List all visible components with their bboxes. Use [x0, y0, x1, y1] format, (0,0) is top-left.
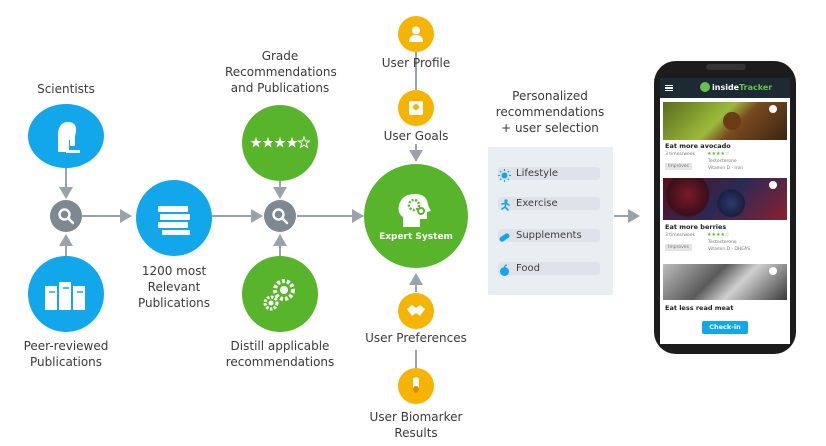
user-preferences-label: User Preferences — [365, 331, 467, 345]
avocado-image — [663, 102, 787, 140]
user-profile-node — [398, 16, 434, 52]
personalized-label: Personalized recommendations + user sele… — [487, 88, 613, 136]
peer-reviewed-line-1: Peer-reviewed — [23, 339, 109, 353]
apple-icon — [498, 262, 511, 281]
info-icon[interactable] — [769, 105, 777, 113]
relevant-publications-node — [136, 180, 212, 256]
personalized-line-1: Personalized — [512, 89, 588, 103]
scientists-label: Scientists — [37, 82, 95, 96]
scientists-node — [28, 104, 104, 168]
biomarker-line-1: User Biomarker — [369, 410, 463, 424]
distill-node — [242, 256, 318, 332]
user-goals-label: User Goals — [383, 129, 449, 143]
category-food — [498, 262, 600, 275]
books-icon — [45, 282, 85, 310]
biomarker-label: User Biomarker Results — [356, 409, 476, 441]
person-icon — [409, 26, 423, 42]
test-tube-icon — [413, 377, 419, 393]
peer-reviewed-node — [28, 256, 104, 332]
runner-icon — [498, 197, 511, 216]
expert-system-node: Expert System — [364, 164, 468, 268]
user-preferences-node — [398, 293, 434, 329]
grade-node — [242, 105, 318, 181]
category-exercise-label: Exercise — [516, 198, 558, 209]
check-in-button[interactable]: Check-in — [702, 321, 748, 334]
card-2-marker-1: Testosterone — [708, 240, 737, 245]
handshake-icon — [407, 305, 425, 316]
expert-system-label: Expert System — [379, 231, 453, 242]
card-1-marker-1: Testosterone — [708, 159, 737, 164]
grade-line-2: Recommendations — [225, 65, 337, 79]
user-goals-node — [398, 90, 434, 126]
card-1-frequency: 3 times/week — [665, 152, 696, 157]
menu-icon[interactable] — [665, 85, 673, 91]
magnifier-icon — [58, 208, 75, 225]
relevant-publications-label: 1200 most Relevant Publications — [124, 263, 224, 311]
card-2-improves: Improves — [665, 244, 692, 251]
card-2-marker-2: Vitamin D · DHEAS — [708, 247, 751, 252]
pill-icon — [498, 229, 511, 248]
brand-suffix: Tracker — [739, 83, 773, 92]
relevant-line-3: Publications — [137, 296, 211, 310]
brand-prefix: inside — [712, 83, 740, 92]
search-node-1 — [50, 200, 82, 232]
search-node-2 — [264, 200, 296, 232]
scale-icon — [409, 101, 423, 115]
app-logo: insideTracker — [712, 82, 772, 93]
category-exercise — [498, 197, 600, 210]
info-icon[interactable] — [769, 181, 777, 189]
card-1-improves: Improves — [665, 163, 692, 170]
distill-line-1: Distill applicable — [230, 339, 330, 353]
card-1-marker-2: Vitamin D · Iron — [708, 166, 744, 171]
card-2-title: Eat more berries — [665, 223, 727, 231]
recommendation-categories-panel: Lifestyle Exercise Supplements Food — [488, 147, 613, 295]
card-1-title: Eat more avocado — [665, 142, 731, 150]
magnifier-icon — [272, 208, 289, 225]
peer-reviewed-line-2: Publications — [29, 355, 103, 369]
info-icon[interactable] — [769, 267, 777, 275]
category-supplements-label: Supplements — [516, 230, 582, 241]
head-gears-icon — [398, 193, 431, 227]
category-lifestyle-label: Lifestyle — [516, 168, 559, 179]
category-supplements — [498, 229, 600, 242]
biomarker-line-2: Results — [394, 426, 438, 440]
logo-mark-icon — [700, 82, 710, 92]
stars-icon — [250, 136, 310, 149]
personalized-line-3: + user selection — [501, 121, 599, 135]
relevant-line-2: Relevant — [147, 280, 201, 294]
gears-icon — [263, 279, 295, 311]
category-lifestyle — [498, 167, 600, 180]
sun-icon — [498, 167, 511, 186]
phone-speaker — [706, 64, 746, 70]
meat-image — [663, 264, 787, 300]
grade-line-3: and Publications — [230, 81, 330, 95]
card-1-stars-icon: ★★★★☆ — [707, 151, 730, 157]
phone-screen: insideTracker Eat more avocado 3 times/w… — [660, 78, 790, 344]
distill-label: Distill applicable recommendations — [222, 338, 338, 370]
card-2-frequency: 3 times/week — [665, 233, 696, 238]
grade-label: Grade Recommendations and Publications — [225, 48, 337, 96]
grade-line-1: Grade — [261, 49, 299, 63]
biomarker-node — [398, 368, 434, 404]
card-2-stars-icon: ★★★★☆ — [707, 232, 730, 238]
stack-icon — [158, 206, 190, 235]
scientist-icon — [58, 122, 80, 153]
berries-image — [663, 178, 787, 220]
card-3-title: Eat less read meat — [665, 304, 734, 312]
peer-reviewed-label: Peer-reviewed Publications — [16, 338, 116, 370]
category-food-label: Food — [516, 263, 540, 274]
user-profile-label: User Profile — [381, 56, 451, 70]
app-header — [660, 78, 790, 98]
personalized-line-2: recommendations — [495, 105, 605, 119]
relevant-line-1: 1200 most — [141, 264, 207, 278]
distill-line-2: recommendations — [225, 355, 335, 369]
